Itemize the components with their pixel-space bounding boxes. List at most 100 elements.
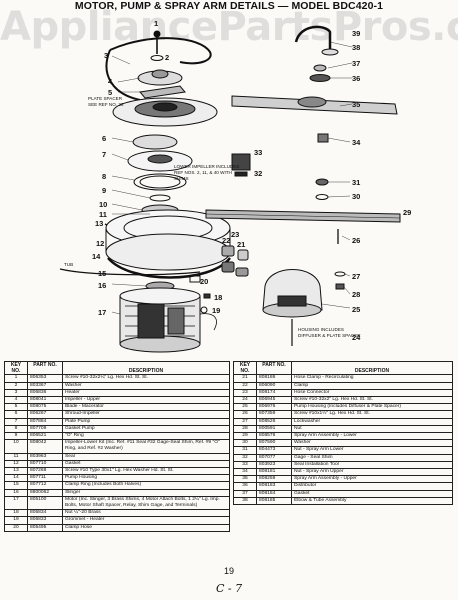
diagram-label-36: 36: [352, 74, 360, 83]
diagram-label-3: 3: [104, 51, 108, 60]
key-cell: 15: [4, 481, 28, 490]
description-cell: Screw #10 Type 30x1" Lg. Hex Washer Hd. …: [62, 467, 230, 476]
description-cell: Gasket: [62, 459, 230, 469]
note-housing-line1: HOUSING INCLUDES: [298, 327, 344, 332]
key-cell: 1: [4, 374, 28, 383]
header-description: DESCRIPTION: [62, 360, 230, 376]
diagram-label-33: 33: [254, 148, 262, 157]
description-cell: Nut ¼"-20 Brass: [62, 509, 230, 518]
note-lower-impeller-line2: REF NOS. 2, 11, & 40 WITH: [174, 170, 232, 175]
key-cell: 8: [4, 424, 28, 434]
part-number-cell: 807268: [27, 467, 63, 476]
part-number-cell: 803923: [256, 460, 292, 470]
description-cell: Spray Arm Assembly - Lower: [291, 432, 453, 441]
diagram-label-19: 19: [212, 306, 220, 315]
description-cell: Hose Connector: [291, 388, 453, 398]
part-number-cell: 806353: [27, 374, 63, 383]
part-number-cell: 807077: [256, 453, 292, 462]
diagram-label-6: 6: [102, 134, 106, 143]
key-cell: 37: [233, 489, 257, 498]
diagram-label-7: 7: [102, 150, 106, 159]
part-number-cell: 807712: [27, 481, 63, 490]
description-cell: Elbow & Tube Assembly: [291, 496, 453, 506]
part-number-cell: 808075: [27, 403, 63, 412]
part-number-cell: 803963: [27, 452, 63, 461]
part-number-cell: 808181: [256, 468, 292, 477]
diagram-label-28: 28: [352, 290, 360, 299]
page-code: C - 7: [215, 582, 243, 595]
part-number-cell: 804473: [256, 446, 292, 455]
diagram-label-25: 25: [352, 305, 360, 314]
key-cell: 16: [4, 488, 28, 497]
description-cell: Lockwasher: [291, 417, 453, 426]
part-number-cell: 807590: [256, 439, 292, 448]
description-cell: Nut - Spray Arm Lower: [291, 446, 453, 455]
description-cell: Nut: [291, 424, 453, 434]
part-number-cell: 806945: [256, 396, 292, 405]
description-cell: Clamp Hose: [62, 523, 230, 532]
exploded-parts-diagram: 1 2 3 4 5 6 7 8 9 10 11 12 13 14 15 16 1…: [59, 19, 411, 353]
diagram-label-18: 18: [214, 293, 222, 302]
diagram-label-8: 8: [102, 172, 106, 181]
key-cell: 17: [4, 495, 28, 511]
key-cell: 19: [4, 516, 28, 525]
key-cell: 7: [4, 417, 28, 426]
description-cell: Washer: [62, 381, 230, 390]
note-housing-line2: DIFFUSER & PLATE SPACER: [298, 333, 361, 338]
part-number-cell: 808041: [27, 396, 63, 405]
diagram-label-9: 9: [102, 186, 106, 195]
note-plate-spacer-line2: SEE REF NO. 26: [88, 102, 124, 107]
description-cell: Clamp: [291, 381, 453, 390]
part-number-cell: 805495: [27, 523, 63, 532]
key-cell: 29: [233, 432, 257, 441]
key-cell: 34: [233, 468, 257, 477]
key-cell: 13: [4, 467, 28, 476]
description-cell: "O" Ring: [62, 432, 230, 441]
part-number-cell: 807359: [256, 410, 292, 419]
description-cell: Impeller-Lower Kit (Inc. Ref. #11 Seal #…: [62, 439, 230, 454]
header-key-no: KEY NO.: [4, 360, 28, 376]
key-cell: 26: [233, 410, 257, 419]
diagram-label-21: 21: [237, 240, 245, 249]
description-cell: Slinger: [62, 488, 230, 497]
part-number-cell: 806090: [256, 381, 292, 390]
part-number-cell: 807711: [27, 474, 63, 483]
description-cell: Pump Housing (Includes Diffuser & Plate …: [291, 403, 453, 412]
note-lower-impeller-line1: LOWER IMPELLER INCLUDES: [174, 164, 239, 169]
key-cell: 11: [4, 452, 28, 461]
key-cell: 33: [233, 460, 257, 470]
diagram-label-31: 31: [352, 178, 360, 187]
description-cell: Gasket Pump: [62, 424, 230, 434]
part-number-cell: 808185: [256, 496, 292, 506]
key-cell: 25: [233, 403, 257, 412]
part-number-cell: 808186: [256, 374, 292, 383]
key-cell: 10: [4, 439, 28, 454]
description-cell: Blade - Macerator: [62, 403, 230, 412]
key-cell: 23: [233, 388, 257, 398]
key-cell: 20: [4, 523, 28, 532]
diagram-label-12: 12: [96, 239, 104, 248]
description-cell: Nut - Spray Arm Upper: [291, 468, 453, 477]
part-number-cell: 808184: [256, 489, 292, 498]
description-cell: Heater: [62, 388, 230, 398]
diagram-label-34: 34: [352, 138, 361, 147]
